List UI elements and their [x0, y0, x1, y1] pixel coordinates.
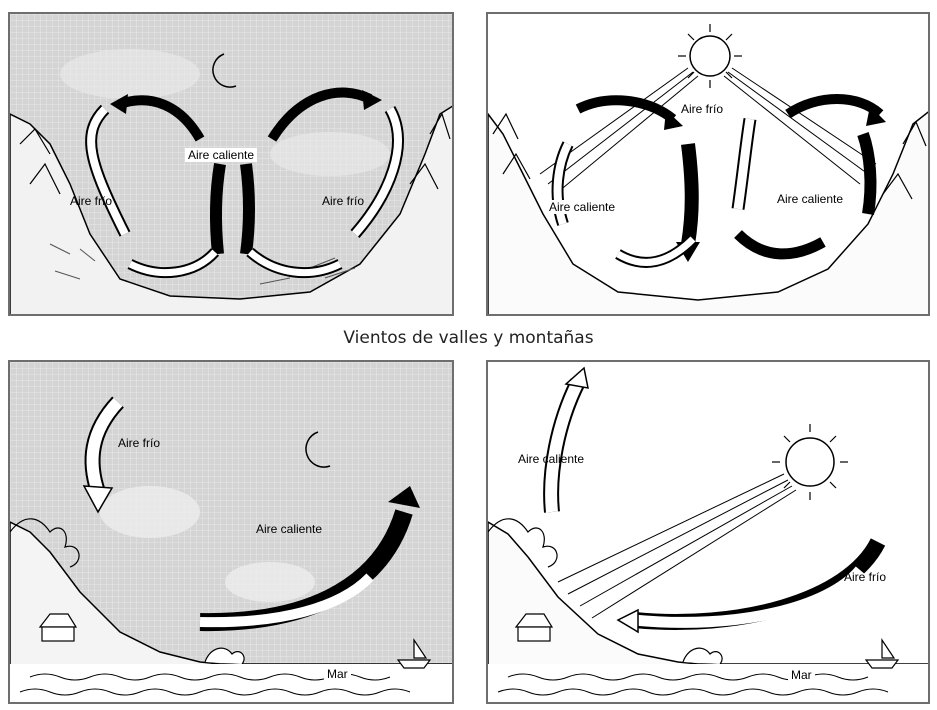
- cloud: [100, 486, 200, 538]
- label-hot-air-right: Aire caliente: [774, 192, 846, 206]
- valley-night-illustration: [10, 14, 454, 316]
- label-cold-air-left: Aire frío: [70, 194, 112, 208]
- cloud: [60, 49, 200, 99]
- panel-valley-day: Aire frío Aire caliente Aire caliente: [486, 12, 930, 316]
- cloud: [270, 132, 390, 176]
- panel-valley-night: Aire caliente Aire frío Aire frío: [8, 12, 454, 316]
- cloud: [225, 562, 315, 602]
- label-hot-air-left: Aire caliente: [546, 200, 618, 214]
- page-title: Vientos de valles y montañas: [0, 328, 937, 348]
- label-sea: Mar: [324, 667, 351, 681]
- coast-day-illustration: [488, 362, 930, 704]
- hot-air-rising-arrow-right: [246, 164, 249, 254]
- label-sea: Mar: [788, 668, 815, 682]
- label-cold-air: Aire frío: [844, 570, 886, 584]
- label-cold-air: Aire frío: [118, 436, 160, 450]
- panel-coast-day: Aire caliente Aire frío Mar: [486, 360, 930, 704]
- panel-coast-night: Aire frío Aire caliente Mar: [8, 360, 454, 704]
- coast-night-illustration: [10, 362, 454, 704]
- label-cold-air-right: Aire frío: [322, 194, 364, 208]
- label-cold-air: Aire frío: [678, 102, 726, 116]
- sea: [10, 664, 454, 704]
- valley-day-illustration: [488, 14, 930, 316]
- label-hot-air: Aire caliente: [185, 148, 257, 162]
- cold-air-descending-arrow: [688, 144, 692, 244]
- sea: [488, 664, 930, 704]
- hot-air-rising-arrow-left: [216, 164, 220, 254]
- label-hot-air: Aire caliente: [256, 522, 322, 536]
- label-hot-air: Aire caliente: [518, 452, 584, 466]
